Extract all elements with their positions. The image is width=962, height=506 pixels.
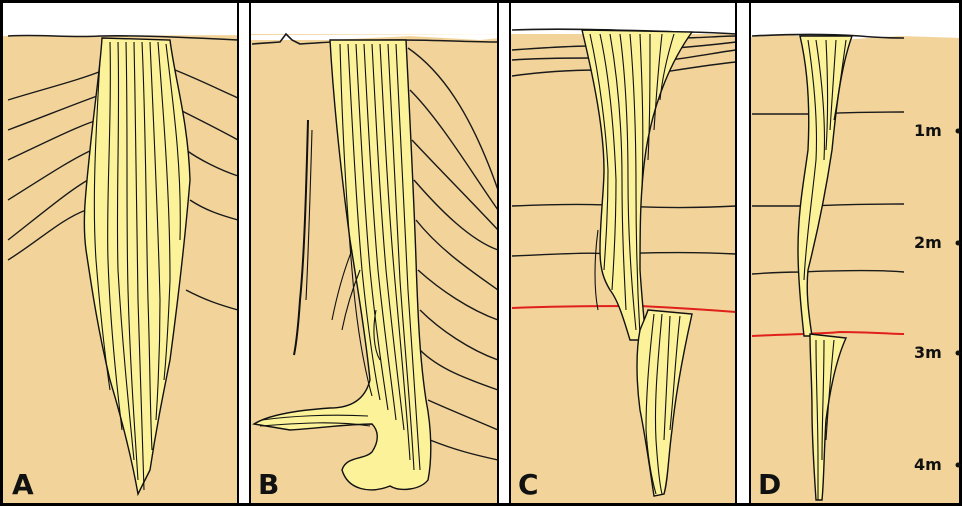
depth-tick-3m [956, 351, 961, 356]
divider-ab [238, 0, 250, 506]
depth-tick-4m [956, 463, 961, 468]
depth-tick-2m [956, 241, 961, 246]
depth-label-4m: 4m [914, 455, 942, 474]
divider-bc [498, 0, 510, 506]
panel-label-c: C [518, 468, 539, 501]
depth-label-2m: 2m [914, 233, 942, 252]
depth-label-1m: 1m [914, 121, 942, 140]
depth-tick-1m [956, 129, 961, 134]
depth-label-3m: 3m [914, 343, 942, 362]
panel-label-d: D [758, 468, 781, 501]
divider-cd [736, 0, 750, 506]
panel-label-a: A [12, 468, 34, 501]
panel-label-b: B [258, 468, 279, 501]
